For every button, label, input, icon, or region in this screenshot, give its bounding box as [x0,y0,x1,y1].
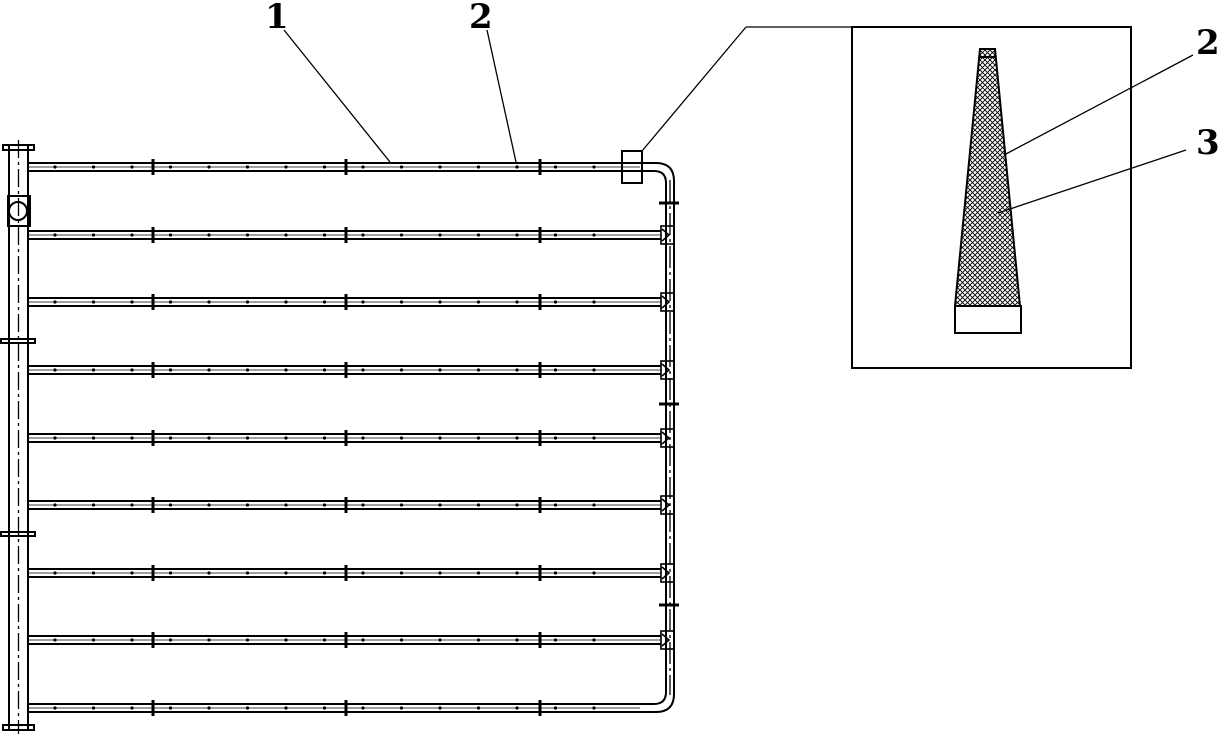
inset-label-3: 3 [1196,123,1220,163]
leader-to-inset [641,26,747,152]
horizontal-pipe [28,292,675,312]
return-pipe [640,162,679,713]
horizontal-pipes [28,159,675,716]
nozzle-cone [953,48,1022,307]
nozzle-marker-box [621,150,643,184]
inset-label-2: 2 [1196,23,1220,63]
leader-1 [283,29,391,163]
horizontal-pipe [28,159,640,175]
inset-leader-3 [997,149,1187,214]
horizontal-pipe [28,360,675,380]
inset-leader-2 [1003,54,1194,156]
nozzle-base [954,305,1022,334]
horizontal-pipe [28,630,675,650]
leader-2 [486,29,517,163]
label-2: 2 [469,0,493,37]
label-1: 1 [265,0,289,37]
horizontal-pipe [28,428,675,448]
horizontal-pipe [28,225,675,245]
horizontal-pipe [28,700,640,716]
detail-inset [851,26,1194,369]
vertical-header-pipe [0,140,36,734]
horizontal-pipe [28,563,675,583]
horizontal-pipe [28,495,675,515]
